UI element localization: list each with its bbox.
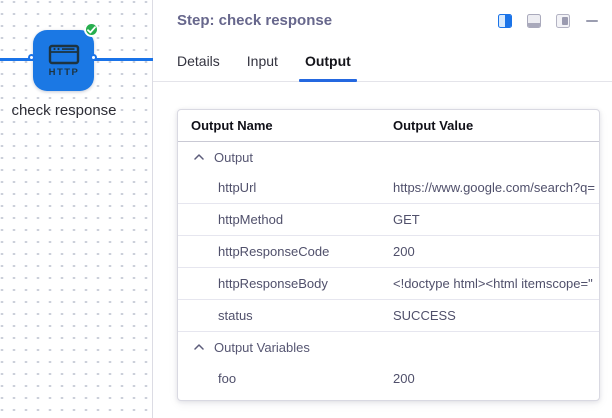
success-check-icon bbox=[84, 22, 99, 37]
panel-header: Step: check response bbox=[153, 0, 612, 44]
table-row: status SUCCESS bbox=[178, 300, 599, 332]
column-header-output-value: Output Value bbox=[393, 118, 474, 133]
tab-output[interactable]: Output bbox=[298, 44, 357, 82]
tab-content: Output Name Output Value Output httpUrl … bbox=[153, 82, 612, 401]
input-port[interactable] bbox=[28, 54, 35, 61]
output-value-cell: 200 bbox=[393, 244, 415, 259]
group-label: Output bbox=[214, 149, 254, 165]
output-name-cell: httpResponseCode bbox=[218, 244, 330, 259]
dock-right-icon[interactable] bbox=[497, 13, 513, 29]
column-header-output-name: Output Name bbox=[191, 118, 273, 133]
output-name-cell: status bbox=[218, 308, 253, 323]
tab-details[interactable]: Details bbox=[177, 53, 220, 69]
table-row: httpUrl https://www.google.com/search?q= bbox=[178, 172, 599, 204]
panel-window-controls bbox=[497, 12, 600, 29]
table-header-row: Output Name Output Value bbox=[178, 110, 599, 142]
http-node[interactable]: HTTP bbox=[33, 30, 94, 91]
output-port[interactable] bbox=[90, 54, 97, 61]
node-type-text: HTTP bbox=[48, 67, 79, 78]
output-name-cell: httpMethod bbox=[218, 212, 284, 227]
output-value-cell: 200 bbox=[393, 370, 415, 386]
output-name-cell: foo bbox=[218, 370, 237, 386]
panel-title: Step: check response bbox=[177, 12, 333, 29]
node-label: check response bbox=[11, 102, 117, 119]
output-table-card: Output Name Output Value Output httpUrl … bbox=[177, 109, 600, 401]
output-value-cell: SUCCESS bbox=[393, 308, 456, 323]
tab-input[interactable]: Input bbox=[246, 53, 278, 69]
output-value-cell: <!doctype html><html itemscope=" bbox=[393, 276, 593, 291]
workflow-canvas[interactable]: HTTP check response bbox=[0, 0, 153, 418]
incoming-connector-line bbox=[0, 58, 35, 61]
outgoing-connector-line bbox=[94, 58, 153, 61]
group-row-output[interactable]: Output bbox=[178, 142, 599, 172]
chevron-up-icon[interactable] bbox=[194, 344, 204, 350]
table-row: foo 200 bbox=[178, 362, 599, 394]
table-row: httpResponseCode 200 bbox=[178, 236, 599, 268]
group-label: Output Variables bbox=[214, 339, 310, 355]
output-value-cell: GET bbox=[393, 212, 420, 227]
minimize-icon[interactable] bbox=[584, 13, 600, 29]
panel-tabs: Details Input Output bbox=[153, 44, 612, 82]
output-value-cell: https://www.google.com/search?q= bbox=[393, 180, 595, 195]
group-row-output-variables[interactable]: Output Variables bbox=[178, 332, 599, 362]
table-row: httpMethod GET bbox=[178, 204, 599, 236]
dock-bottom-icon[interactable] bbox=[526, 13, 542, 29]
step-inspector-panel: Step: check response Details Input Outpu… bbox=[153, 0, 612, 418]
output-name-cell: httpResponseBody bbox=[218, 276, 328, 291]
table-row: httpResponseBody <!doctype html><html it… bbox=[178, 268, 599, 300]
float-window-icon[interactable] bbox=[555, 13, 571, 29]
output-name-cell: httpUrl bbox=[218, 180, 257, 195]
http-browser-icon: HTTP bbox=[48, 44, 79, 78]
chevron-up-icon[interactable] bbox=[194, 154, 204, 160]
